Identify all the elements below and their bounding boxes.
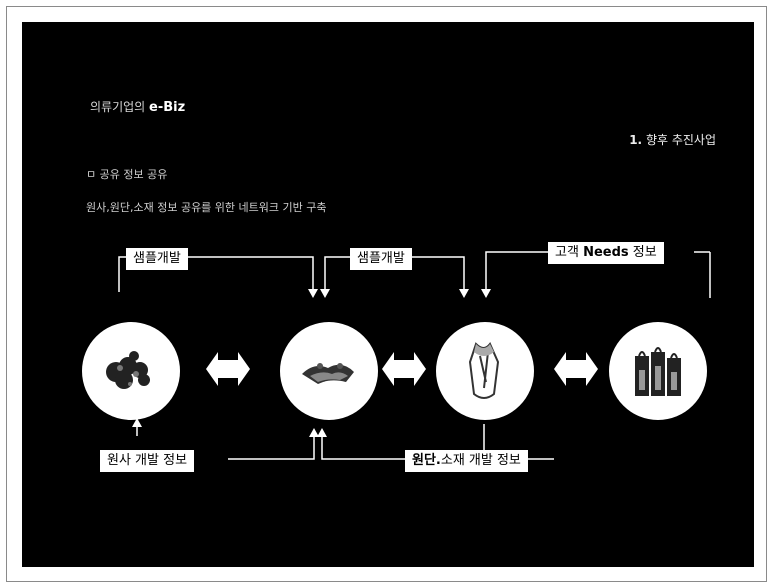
- label-fabric-info: 원단.소재 개발 정보: [405, 450, 528, 472]
- slide-title: 의류기업의 e-Biz: [90, 98, 185, 115]
- label-customer-needs: 고객 Needs 정보: [548, 242, 664, 264]
- section-heading: 1. 향후 추진사업: [629, 131, 716, 148]
- yarn-image: [82, 322, 180, 420]
- title-prefix: 의류기업의: [90, 100, 146, 114]
- double-arrow-icon: [382, 352, 426, 386]
- label-suffix: 정보: [632, 245, 657, 260]
- description-line: 원사,원단,소재 정보 공유를 위한 네트워크 기반 구축: [86, 201, 327, 214]
- garment-image: [436, 322, 534, 420]
- label-sample-dev-left: 샘플개발: [126, 248, 188, 270]
- label-text: 원사 개발 정보: [107, 453, 188, 468]
- label-prefix: 고객: [555, 245, 579, 260]
- double-arrow-icon: [554, 352, 598, 386]
- section-number: 1.: [629, 133, 643, 147]
- label-bold: 원단.: [412, 453, 441, 468]
- label-text: 샘플개발: [133, 251, 181, 266]
- shopping-bags-image: [609, 322, 707, 420]
- double-arrow-icon: [206, 352, 250, 386]
- presentation-slide: 의류기업의 e-Biz 1. 향후 추진사업 ㅁ 공유 정보 공유 원사,원단,…: [22, 22, 754, 567]
- label-yarn-info: 원사 개발 정보: [100, 450, 195, 472]
- label-bold: Needs: [583, 245, 629, 260]
- label-sample-dev-right: 샘플개발: [350, 248, 412, 270]
- fabric-image: [280, 322, 378, 420]
- bullet-line: ㅁ 공유 정보 공유: [86, 168, 168, 181]
- title-main: e-Biz: [149, 100, 186, 115]
- label-text: 샘플개발: [357, 251, 405, 266]
- section-title: 향후 추진사업: [645, 133, 716, 147]
- label-text: 소재 개발 정보: [440, 453, 521, 468]
